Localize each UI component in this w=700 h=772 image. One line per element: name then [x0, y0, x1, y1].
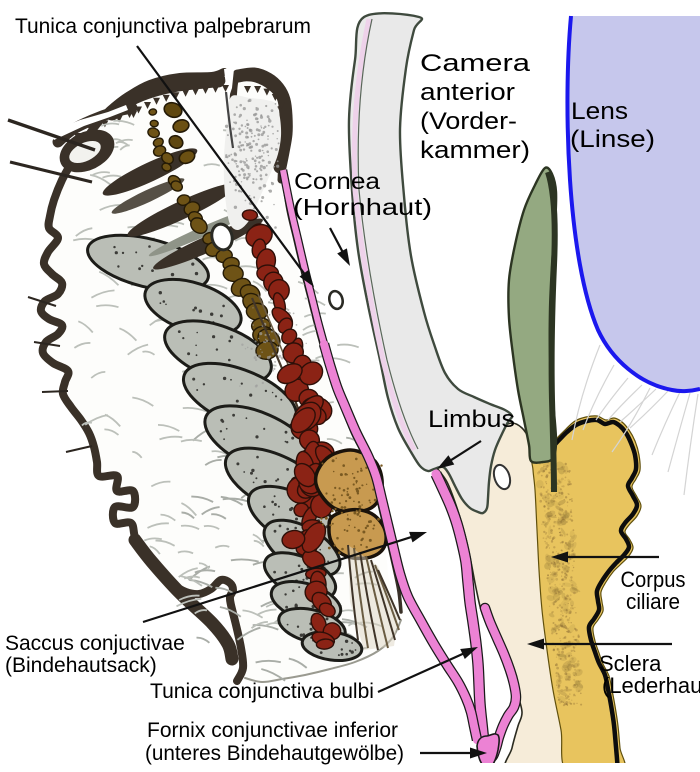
svg-text:Saccus conjuctivae: Saccus conjuctivae — [5, 632, 185, 655]
svg-text:Camera: Camera — [420, 50, 531, 77]
svg-text:Sclera: Sclera — [599, 651, 662, 676]
svg-text:Tunica conjunctiva bulbi: Tunica conjunctiva bulbi — [150, 680, 374, 703]
svg-text:Tunica conjunctiva palpebrarum: Tunica conjunctiva palpebrarum — [15, 15, 311, 38]
svg-text:Cornea: Cornea — [294, 168, 380, 194]
svg-text:anterior: anterior — [420, 79, 515, 106]
svg-text:Lens: Lens — [571, 98, 628, 125]
svg-text:Corpus: Corpus — [621, 567, 686, 592]
svg-text:(unteres Bindehautgewölbe): (unteres Bindehautgewölbe) — [145, 742, 404, 765]
svg-text:(Bindehautsack): (Bindehautsack) — [5, 654, 157, 677]
svg-text:Fornix conjunctivae inferior: Fornix conjunctivae inferior — [147, 719, 398, 742]
svg-text:ciliare: ciliare — [626, 589, 680, 614]
svg-text:(Hornhaut): (Hornhaut) — [293, 194, 432, 220]
svg-text:Limbus: Limbus — [428, 406, 515, 433]
svg-text:(Lederhaut): (Lederhaut) — [602, 673, 700, 698]
svg-text:kammer): kammer) — [420, 137, 530, 164]
svg-text:(Vorder-: (Vorder- — [420, 108, 517, 135]
svg-text:(Linse): (Linse) — [570, 126, 655, 153]
